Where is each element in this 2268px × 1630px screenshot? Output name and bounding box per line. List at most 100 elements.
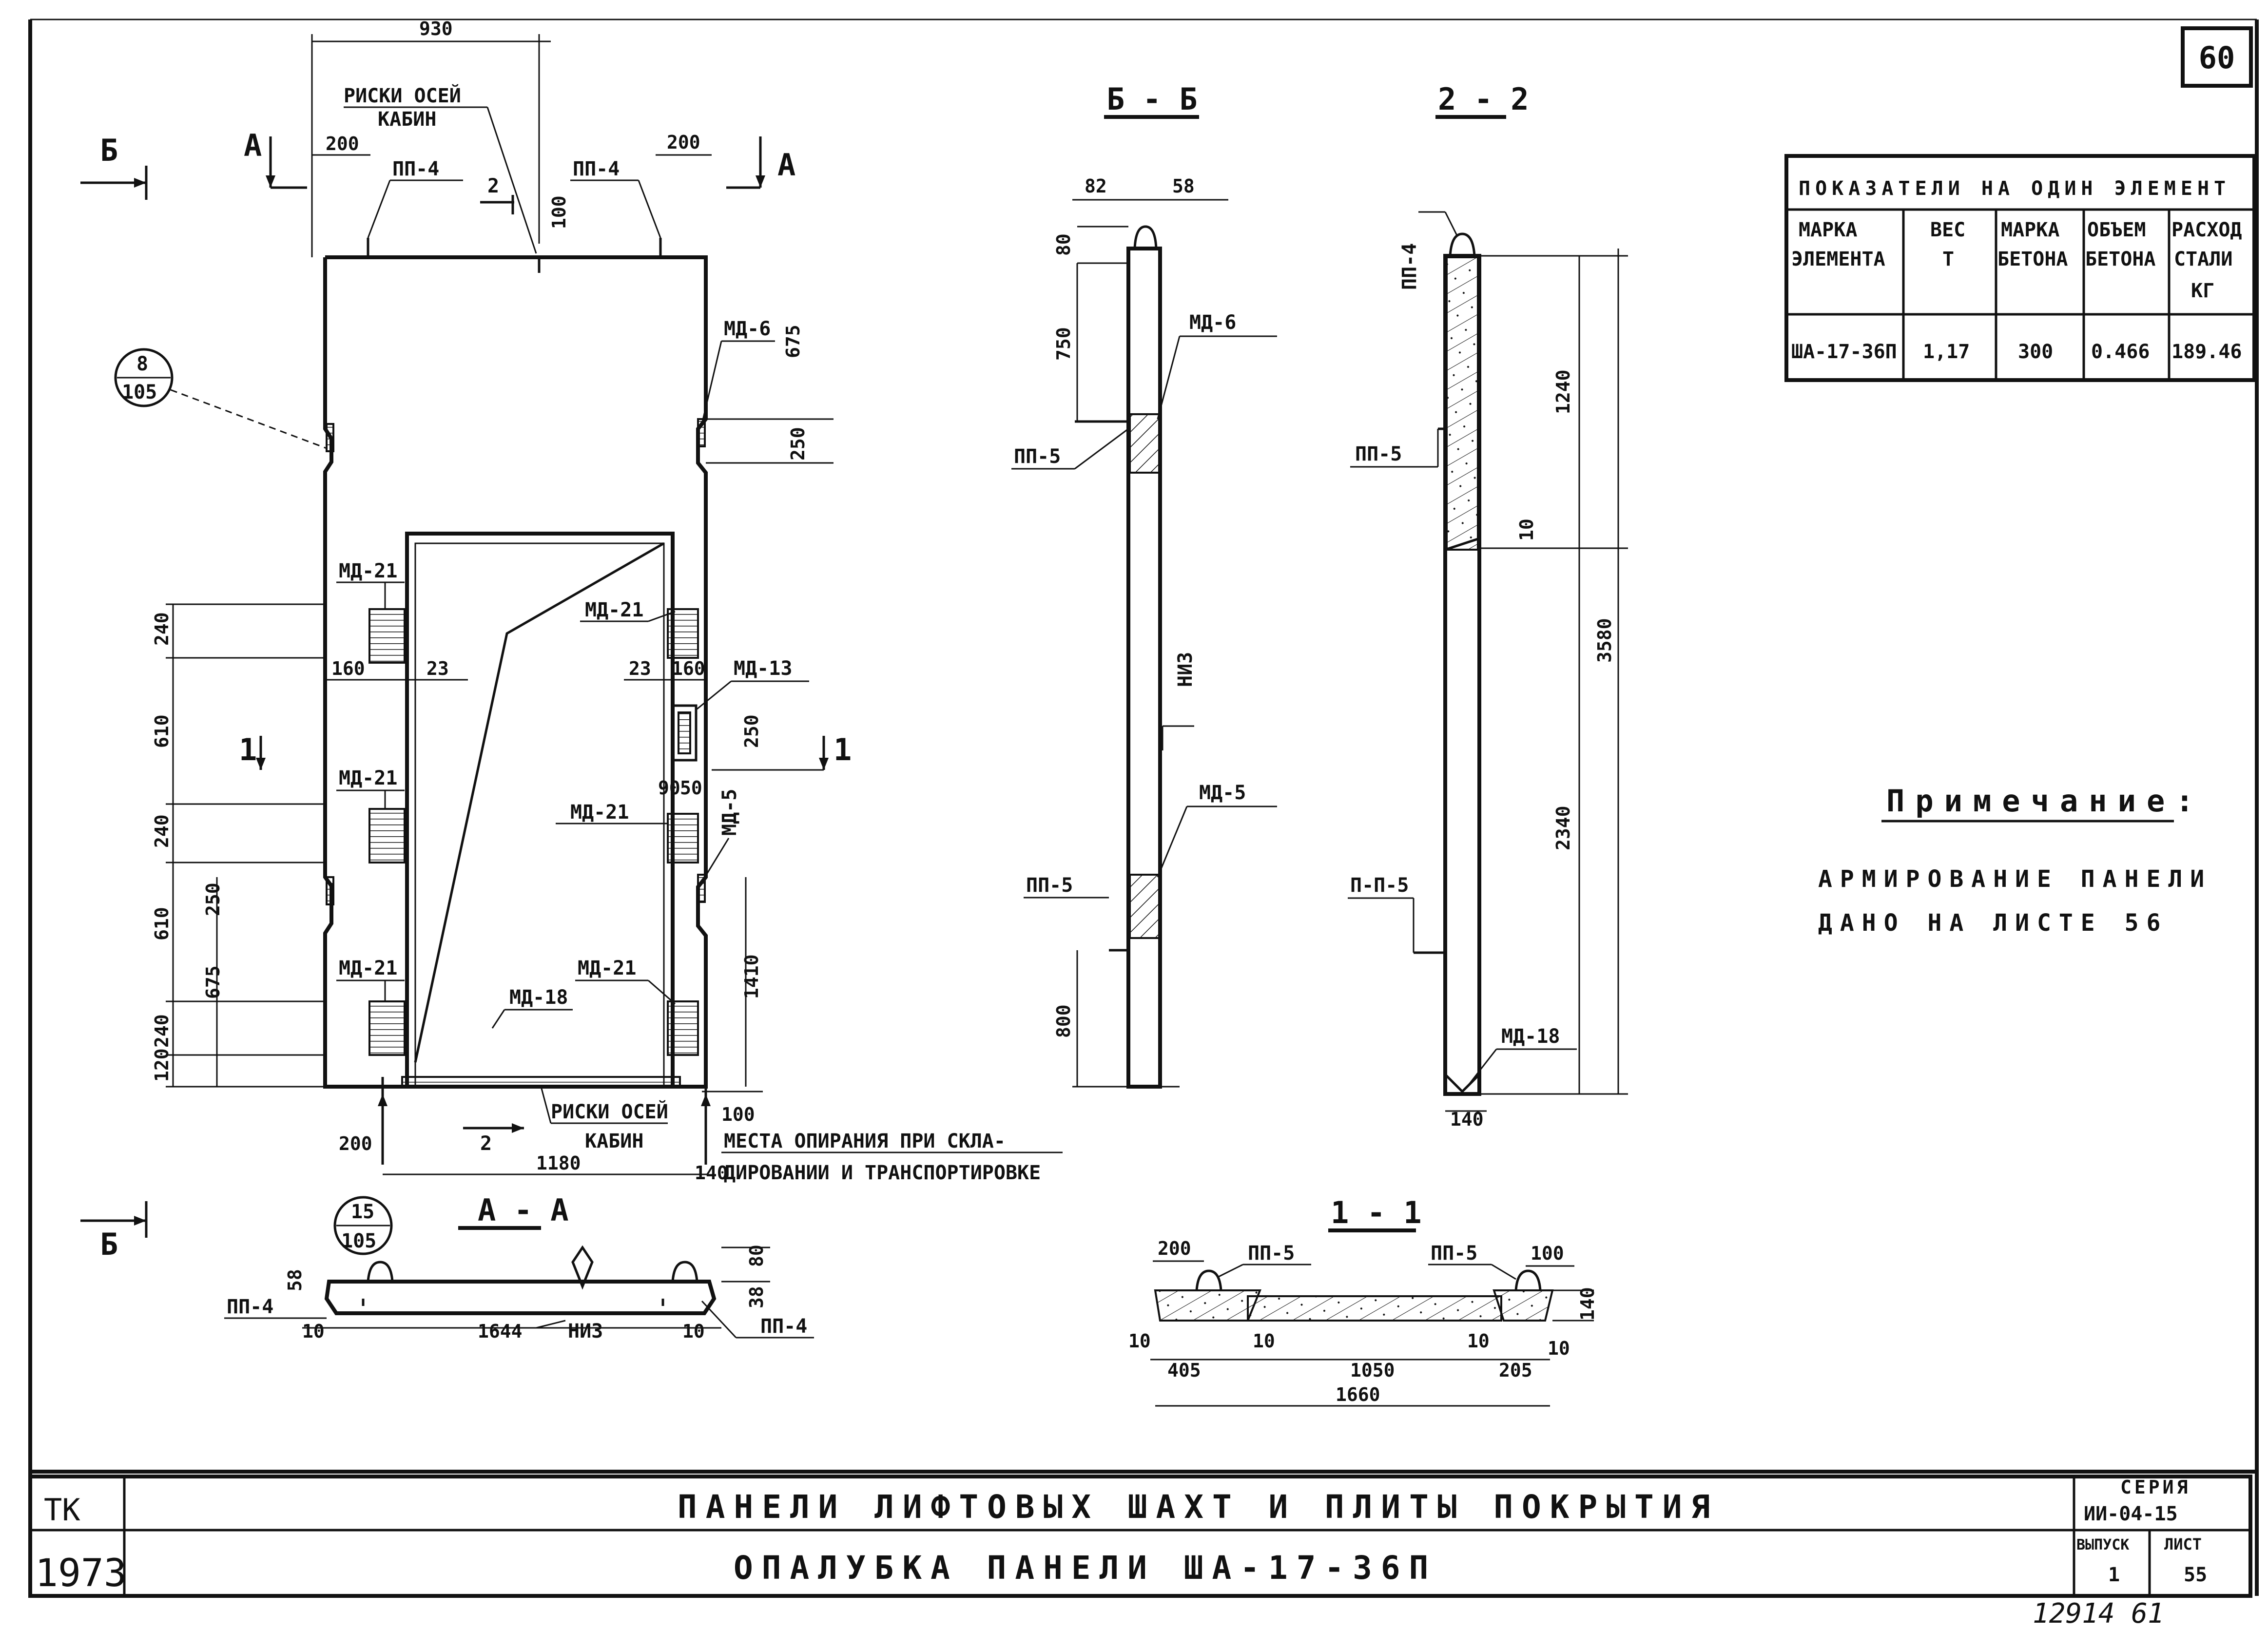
dim-160-right: 160 — [672, 658, 705, 679]
section-mark-b-top: Б — [100, 133, 118, 168]
label-md18-front: МД-18 — [509, 986, 568, 1009]
th-ves-2: Т — [1942, 248, 1954, 270]
dim-610-2: 610 — [151, 907, 173, 940]
label-support-places-2: ДИРОВАНИИ И ТРАНСПОРТИРОВКЕ — [724, 1162, 1041, 1184]
view-title-2-2: 2 - 2 — [1438, 81, 1529, 117]
dim-58-aa: 58 — [284, 1269, 306, 1291]
td-weight: 1,17 — [1923, 341, 1970, 363]
view-title-a-a: А - А — [478, 1192, 569, 1228]
label-md5-bb: МД-5 — [1199, 782, 1246, 804]
th-marka-bet-2: БЕТОНА — [1997, 248, 2068, 270]
title-series-label: СЕРИЯ — [2120, 1477, 2190, 1498]
th-obem-1: ОБЪЕМ — [2087, 219, 2146, 241]
dim-23-right: 23 — [629, 658, 651, 679]
label-md21-left-1: МД-21 — [339, 560, 397, 582]
label-niz-bb: НИЗ — [1174, 652, 1197, 687]
plate-md13 — [671, 704, 698, 762]
title-issue-label: ВЫПУСК — [2076, 1536, 2129, 1553]
dim-675-left: 675 — [202, 965, 224, 999]
plate-md21-left-3 — [368, 1000, 406, 1056]
label-md21-right-3: МД-21 — [578, 957, 636, 979]
dim-1240: 1240 — [1552, 369, 1574, 414]
note-line-2: ДАНО НА ЛИСТЕ 56 — [1818, 909, 2168, 937]
title-main: ПАНЕЛИ ЛИФТОВЫХ ШАХТ И ПЛИТЫ ПОКРЫТИЯ — [678, 1488, 1719, 1526]
dim-200-bottom: 200 — [339, 1133, 372, 1154]
dim-205: 205 — [1499, 1360, 1532, 1381]
sheet-frame — [28, 19, 2259, 1596]
callout-8-105 — [114, 348, 174, 407]
th-rashod-3: КГ — [2191, 280, 2214, 302]
section-2-2: 2 - 2 ПП-4 ПП-5 П-П-5 1240 10 3580 2340 … — [1348, 81, 1628, 1130]
label-md5-front: МД-5 — [718, 789, 741, 836]
sheet-number-box: 60 — [2181, 26, 2253, 88]
section-mark-1-left: 1 — [239, 732, 257, 767]
label-md21-left-2: МД-21 — [339, 767, 397, 789]
label-md21-right-1: МД-21 — [585, 599, 643, 621]
dim-58-bb: 58 — [1172, 175, 1195, 197]
title-sheet-value: 55 — [2184, 1564, 2207, 1586]
title-sheet-label: ЛИСТ — [2164, 1535, 2202, 1553]
dim-140-bottom: 140 — [695, 1162, 728, 1184]
dim-2340: 2340 — [1552, 805, 1574, 850]
dim-1660: 1660 — [1336, 1384, 1380, 1405]
label-pp4-aa-left: ПП-4 — [227, 1296, 273, 1318]
th-marka-2: ЭЛЕМЕНТА — [1791, 248, 1885, 270]
dim-38: 38 — [746, 1286, 767, 1308]
label-md21-left-3: МД-21 — [339, 957, 397, 979]
dim-100-bottom: 100 — [721, 1104, 755, 1125]
dim-750: 750 — [1053, 327, 1074, 361]
dim-1644: 1644 — [478, 1321, 523, 1342]
label-md6-front: МД-6 — [724, 318, 771, 340]
plate-md21-right-2 — [667, 813, 699, 863]
callout-15-105 — [333, 1196, 393, 1255]
label-p-p-5-22: П-П-5 — [1350, 874, 1409, 897]
dim-930: 930 — [419, 18, 453, 39]
dim-3580: 3580 — [1594, 618, 1615, 663]
title-year: 1973 — [35, 1552, 127, 1595]
label-md18-22: МД-18 — [1501, 1025, 1560, 1048]
title-org: ТК — [44, 1492, 80, 1528]
label-md6-bb: МД-6 — [1189, 311, 1236, 334]
callout-15-top: 15 — [351, 1201, 374, 1223]
section-b-b: Б - Б 82 58 80 750 ПП-5 МД-6 НИЗ МД-5 ПП… — [1011, 81, 1277, 1089]
dim-240-3: 240 — [151, 1014, 173, 1048]
dim-1180: 1180 — [536, 1152, 581, 1174]
label-support-places-1: МЕСТА ОПИРАНИЯ ПРИ СКЛА- — [724, 1130, 1006, 1152]
dim-10-11-c: 10 — [1467, 1330, 1490, 1352]
section-mark-2-top: 2 — [487, 175, 499, 197]
plate-md21-right-3 — [667, 1000, 699, 1056]
dim-10-11-d: 10 — [1548, 1338, 1570, 1359]
dim-250-left: 250 — [202, 882, 224, 916]
section-mark-1-right: 1 — [834, 732, 852, 767]
dim-23-left: 23 — [426, 658, 449, 679]
dim-80-bb: 80 — [1053, 233, 1074, 256]
title-issue-value: 1 — [2108, 1564, 2120, 1586]
dim-82: 82 — [1085, 175, 1107, 197]
note: Примечание: АРМИРОВАНИЕ ПАНЕЛИ ДАНО НА Л… — [1818, 783, 2204, 937]
dim-80-aa: 80 — [746, 1245, 767, 1267]
plate-md21-left-2 — [368, 808, 406, 863]
label-riski-osey-bottom: РИСКИ ОСЕЙ — [551, 1100, 668, 1123]
label-pp4-left: ПП-4 — [392, 158, 439, 180]
callout-8-top: 8 — [136, 353, 148, 375]
plate-md18-strip — [401, 1076, 681, 1089]
callout-8-bottom: 105 — [122, 381, 157, 403]
dim-100-top: 100 — [548, 195, 570, 229]
label-md21-right-2: МД-21 — [570, 801, 629, 824]
table-title: ПОКАЗАТЕЛИ НА ОДИН ЭЛЕМЕНТ — [1799, 177, 2230, 200]
section-mark-b-bottom: Б — [100, 1227, 118, 1262]
title-series-value: ИИ-04-15 — [2084, 1503, 2178, 1525]
dim-405: 405 — [1167, 1360, 1201, 1381]
front-view: 930 РИСКИ ОСЕЙ КАБИН 200 200 ПП-4 ПП-4 2… — [80, 18, 1063, 1262]
label-niz-aa: НИЗ — [568, 1320, 603, 1342]
td-concrete-volume: 0.466 — [2091, 341, 2150, 363]
th-marka-1: МАРКА — [1799, 219, 1857, 241]
callout-15-bottom: 105 — [341, 1230, 376, 1252]
dim-1050: 1050 — [1350, 1360, 1395, 1381]
dim-250-right-top: 250 — [787, 427, 809, 460]
dim-10-11-a: 10 — [1128, 1330, 1151, 1352]
section-mark-2-bottom: 2 — [480, 1132, 492, 1155]
dim-100-11: 100 — [1531, 1243, 1564, 1264]
td-mark: ША-17-36П — [1791, 341, 1897, 363]
